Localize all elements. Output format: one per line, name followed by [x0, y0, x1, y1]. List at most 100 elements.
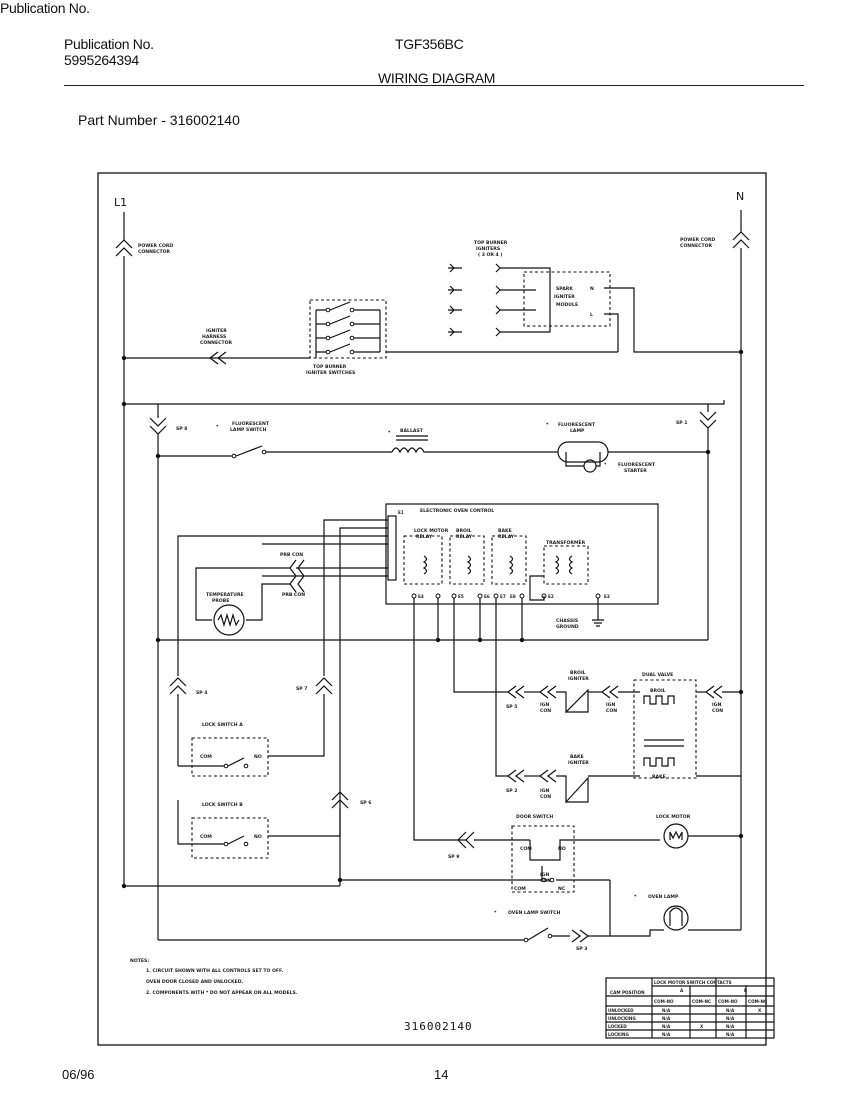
svg-text:COM: COM — [200, 834, 212, 840]
svg-text:SP 2: SP 2 — [506, 788, 517, 794]
door-switch: DOOR SWITCH COM NO COM NC — [511, 814, 660, 893]
svg-text:*: * — [546, 422, 549, 428]
sp-connector-4: SP 4 — [169, 677, 207, 766]
svg-text:CONNECTOR: CONNECTOR — [138, 249, 171, 255]
svg-text:NOTES:: NOTES: — [130, 958, 149, 964]
svg-text:E7: E7 — [500, 594, 506, 599]
svg-text:BROIL: BROIL — [650, 688, 666, 694]
diagram-border — [97, 172, 767, 1046]
temperature-probe: PRB CON PRB CON TEMPERATURE PROBE — [195, 552, 305, 636]
svg-text:CON: CON — [606, 708, 617, 714]
svg-text:RELAY: RELAY — [456, 534, 473, 540]
svg-text:RELAY: RELAY — [498, 534, 515, 540]
drawing-number: 316002140 — [404, 1020, 473, 1033]
chassis-ground: CHASSIS GROUND — [556, 598, 604, 630]
oven-lamp-switch: * OVEN LAMP SWITCH SP 3 — [158, 910, 610, 952]
svg-text:COM: COM — [200, 754, 212, 760]
svg-text:FLUORESCENT: FLUORESCENT — [558, 422, 596, 428]
svg-text:PROBE: PROBE — [212, 598, 229, 604]
svg-text:SP 6: SP 6 — [360, 800, 371, 806]
page-title: WIRING DIAGRAM — [378, 70, 496, 86]
svg-text:IGNITER: IGNITER — [554, 294, 575, 300]
sp-connector-7: SP 7 — [268, 677, 333, 757]
svg-text:STARTER: STARTER — [624, 468, 647, 474]
svg-text:A: A — [680, 988, 684, 993]
svg-text:OVEN LAMP: OVEN LAMP — [648, 894, 679, 900]
model-number: TGF356BC — [395, 36, 464, 52]
svg-text:IGN: IGN — [540, 788, 549, 794]
svg-text:UNLOCKING: UNLOCKING — [608, 1016, 636, 1021]
relay-output-wiring — [413, 575, 545, 841]
svg-text:E4: E4 — [418, 594, 424, 599]
svg-text:IGN: IGN — [712, 702, 721, 708]
svg-text:IGN: IGN — [606, 702, 615, 708]
publication-label: Publication No. — [64, 36, 154, 52]
svg-text:COM: COM — [514, 886, 526, 892]
svg-text:TRANSFORMER: TRANSFORMER — [546, 540, 586, 546]
svg-text:N/A: N/A — [662, 1024, 671, 1029]
svg-text:BAKE: BAKE — [570, 754, 584, 760]
svg-text:E6: E6 — [484, 594, 490, 599]
svg-text:CAM POSITION: CAM POSITION — [610, 990, 645, 995]
svg-text:COM: COM — [520, 846, 532, 852]
svg-text:COM-NO: COM-NO — [718, 999, 738, 1004]
svg-text:X: X — [700, 1024, 704, 1029]
svg-text:NO: NO — [254, 754, 262, 760]
svg-text:NO: NO — [558, 846, 566, 852]
svg-text:ELECTRONIC OVEN CONTROL: ELECTRONIC OVEN CONTROL — [420, 508, 494, 514]
junction-dots — [121, 349, 744, 889]
svg-text:TOP BURNER: TOP BURNER — [474, 240, 508, 246]
oven-lamp: * OVEN LAMP — [610, 894, 741, 937]
svg-text:X: X — [758, 1008, 762, 1013]
svg-text:COM-NO: COM-NO — [654, 999, 674, 1004]
lock-switch-b: LOCK SWITCH B COM NO — [177, 800, 269, 859]
svg-text:BAKE: BAKE — [498, 528, 512, 534]
svg-text:IGN: IGN — [540, 872, 549, 878]
svg-text:COM-NC: COM-NC — [692, 999, 711, 1004]
svg-text:N/A: N/A — [726, 1032, 735, 1037]
svg-text:SP 1: SP 1 — [676, 420, 687, 426]
svg-text:L: L — [590, 312, 593, 318]
svg-text:LAMP SWITCH: LAMP SWITCH — [230, 427, 267, 433]
svg-text:E2: E2 — [548, 594, 554, 599]
svg-text:IGNITERS: IGNITERS — [476, 246, 500, 252]
svg-text:LAMP: LAMP — [570, 428, 585, 434]
svg-text:LOCK MOTOR SWITCH CONTACTS: LOCK MOTOR SWITCH CONTACTS — [654, 980, 732, 985]
svg-text:N: N — [590, 286, 594, 292]
svg-text:OVEN DOOR CLOSED AND UNLOCKED.: OVEN DOOR CLOSED AND UNLOCKED. — [146, 979, 244, 985]
svg-text:SP 8: SP 8 — [176, 426, 187, 432]
svg-text:IGNITER SWITCHES: IGNITER SWITCHES — [306, 370, 355, 376]
lock-motor: LOCK MOTOR — [656, 814, 741, 849]
lamp-feed-wire — [124, 879, 611, 936]
svg-text:2. COMPONENTS WITH * DO NOT AP: 2. COMPONENTS WITH * DO NOT APPEAR ON AL… — [146, 990, 298, 996]
ign-con-5: IGN CON — [540, 872, 551, 884]
svg-text:NC: NC — [558, 886, 566, 892]
svg-text:PRB CON: PRB CON — [280, 552, 303, 558]
svg-text:LOCKING: LOCKING — [608, 1032, 629, 1037]
svg-text:MODULE: MODULE — [556, 302, 578, 308]
svg-text:BALLAST: BALLAST — [400, 428, 424, 434]
power-cord-connector-right: POWER CORD CONNECTOR — [680, 231, 750, 249]
svg-text:N/A: N/A — [662, 1008, 671, 1013]
svg-text:LOCK MOTOR: LOCK MOTOR — [656, 814, 691, 820]
svg-text:LOCK MOTOR: LOCK MOTOR — [414, 528, 449, 534]
svg-text:POWER CORD: POWER CORD — [138, 243, 173, 249]
svg-text:E3: E3 — [604, 594, 610, 599]
igniter-harness-connector: IGNITER HARNESS CONNECTOR — [200, 328, 233, 365]
electronic-oven-control: ELECTRONIC OVEN CONTROL E1 LOCK MOTOR RE… — [385, 503, 659, 605]
page-number: 14 — [434, 1067, 449, 1082]
svg-text:CHASSIS: CHASSIS — [556, 618, 578, 624]
svg-text:FLUORESCENT: FLUORESCENT — [618, 462, 656, 468]
svg-text:DUAL VALVE: DUAL VALVE — [642, 672, 673, 678]
svg-text:UNLOCKED: UNLOCKED — [608, 1008, 634, 1013]
svg-text:CON: CON — [540, 794, 551, 800]
publication-number: 5995264394 — [64, 52, 139, 68]
svg-text:CON: CON — [540, 708, 551, 714]
svg-text:*: * — [388, 430, 391, 436]
neutral-label: N — [736, 190, 744, 203]
svg-text:SPARK: SPARK — [556, 286, 573, 292]
svg-text:IGN: IGN — [540, 702, 549, 708]
svg-text:N/A: N/A — [726, 1008, 735, 1013]
power-cord-connector-left: POWER CORD CONNECTOR — [115, 239, 173, 257]
svg-text:BAKE: BAKE — [652, 774, 666, 780]
